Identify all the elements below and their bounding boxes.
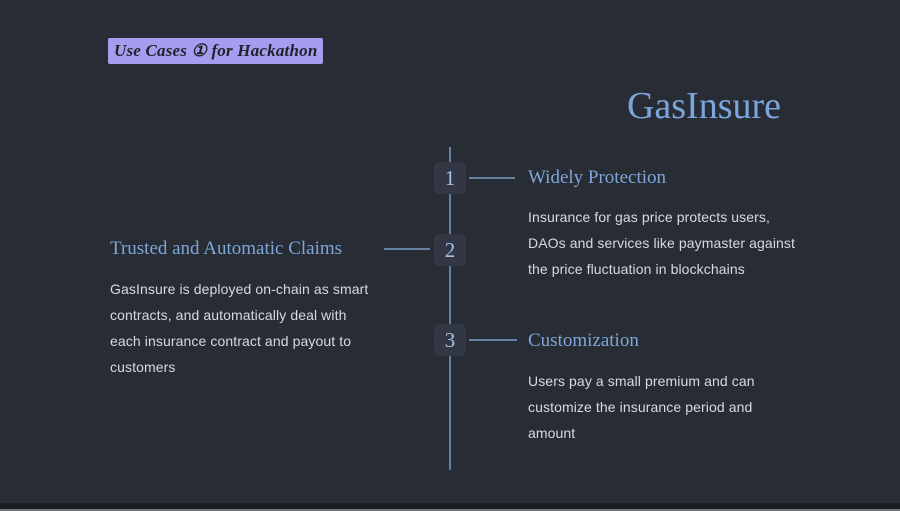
slide-bottom-edge <box>0 503 900 509</box>
timeline-step-2-connector <box>384 248 430 250</box>
body-text-line: customize the insurance period and <box>528 399 753 415</box>
body-text-line: GasInsure is deployed on-chain as smart <box>110 281 369 297</box>
timeline-step-1-number: 1 <box>434 162 466 194</box>
body-text-line: amount <box>528 425 576 441</box>
slide-tag-badge: Use Cases ① for Hackathon <box>108 38 324 64</box>
timeline-step-2-heading: Trusted and Automatic Claims <box>110 238 343 259</box>
page-title: GasInsure <box>626 85 781 127</box>
timeline-step-2-body: GasInsure is deployed on-chain as smart … <box>110 276 368 380</box>
timeline-step-1-connector <box>469 177 515 179</box>
timeline-step-3-body: Users pay a small premium and can custom… <box>528 368 755 446</box>
timeline-step-1-heading: Widely Protection <box>528 167 667 188</box>
timeline-step-2-number: 2 <box>434 234 466 266</box>
body-text-line: contracts, and automatically deal with <box>110 307 347 323</box>
timeline-axis <box>449 147 451 470</box>
body-text-line: each insurance contract and payout to <box>110 333 352 349</box>
timeline-step-3-heading: Customization <box>528 330 639 351</box>
timeline-step-3-number: 3 <box>434 324 466 356</box>
window-bottom-border <box>0 509 900 511</box>
body-text-line: customers <box>110 359 176 375</box>
timeline-step-1-body: Insurance for gas price protects users, … <box>528 204 795 282</box>
body-text-line: Users pay a small premium and can <box>528 373 755 389</box>
timeline-step-3-connector <box>469 339 517 341</box>
body-text-line: Insurance for gas price protects users, <box>528 209 771 225</box>
body-text-line: DAOs and services like paymaster against <box>528 235 795 251</box>
body-text-line: the price fluctuation in blockchains <box>528 261 745 277</box>
